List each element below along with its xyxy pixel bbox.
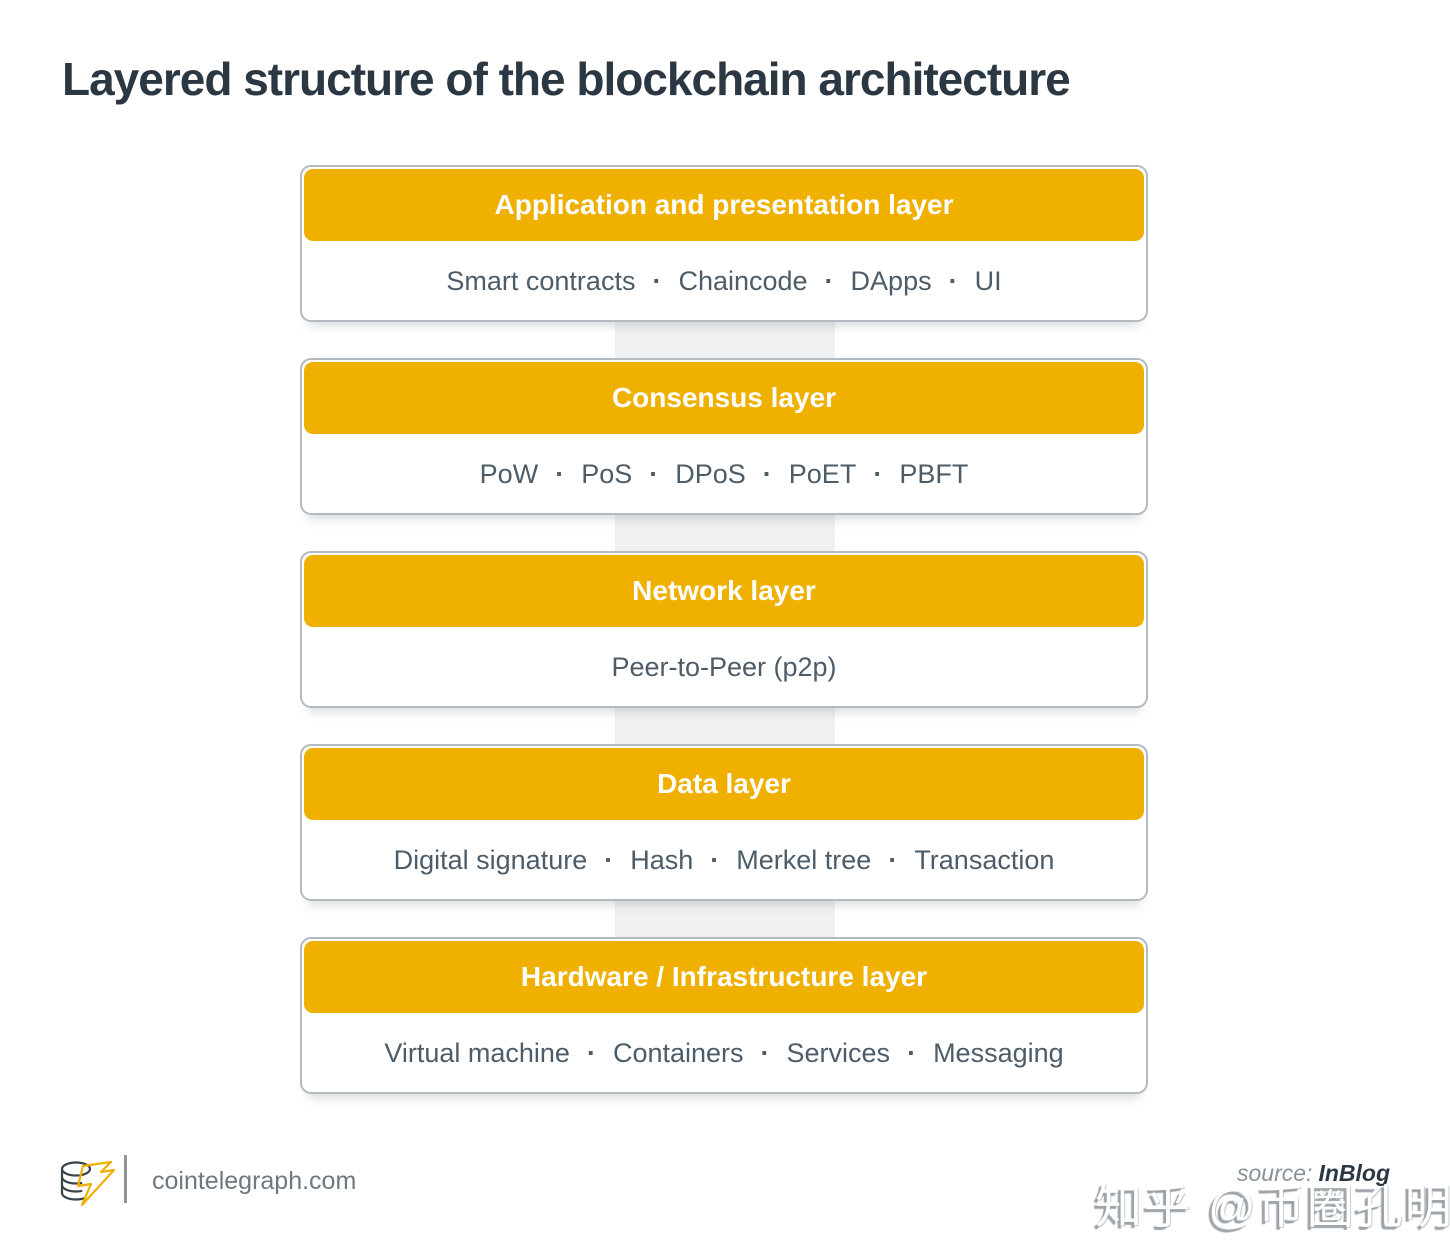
source-line: source:InBlog xyxy=(1237,1160,1390,1187)
layer-header: Hardware / Infrastructure layer xyxy=(304,941,1144,1013)
dot-separator: · xyxy=(586,1038,596,1068)
layer-item: PoS xyxy=(581,459,633,489)
dot-separator: · xyxy=(948,266,958,296)
dot-separator: · xyxy=(873,459,883,489)
source-name: InBlog xyxy=(1318,1160,1390,1186)
footer: cointelegraph.com source:InBlog xyxy=(0,1145,1450,1245)
layer-stack: Application and presentation layer Smart… xyxy=(300,165,1148,1130)
dot-separator: · xyxy=(888,845,898,875)
layer-item: UI xyxy=(974,266,1002,296)
dot-separator: · xyxy=(760,1038,770,1068)
layer-box: Network layer Peer-to-Peer (p2p) xyxy=(300,551,1148,708)
page-title: Layered structure of the blockchain arch… xyxy=(62,53,1071,105)
layer-item: Digital signature xyxy=(393,845,588,875)
layer-items: Peer-to-Peer (p2p) xyxy=(302,629,1146,706)
dot-separator: · xyxy=(710,845,720,875)
layer-box: Consensus layer PoW · PoS · DPoS · PoET · PBFT xyxy=(300,358,1148,515)
layer-item: Merkel tree xyxy=(736,845,872,875)
layer-item: Smart contracts xyxy=(446,266,636,296)
layer-item: PoW xyxy=(479,459,539,489)
watermark: 知乎 @币圈孔明 xyxy=(1095,1180,1450,1233)
layer-items: Smart contracts · Chaincode · DApps · UI xyxy=(302,243,1146,320)
layer-item: PoET xyxy=(788,459,857,489)
dot-separator: · xyxy=(824,266,834,296)
layer-box: Hardware / Infrastructure layer Virtual … xyxy=(300,937,1148,1094)
layer-item: Transaction xyxy=(914,845,1055,875)
dot-separator: · xyxy=(555,459,565,489)
layer-box: Data layer Digital signature · Hash · Merkel… xyxy=(300,744,1148,901)
layer-item: Containers xyxy=(612,1038,744,1068)
layer-item: Messaging xyxy=(933,1038,1064,1068)
layer-item: Virtual machine xyxy=(384,1038,570,1068)
layer-header: Consensus layer xyxy=(304,362,1144,434)
dot-separator: · xyxy=(649,459,659,489)
layer-items: Digital signature · Hash · Merkel tree · Trans… xyxy=(302,822,1146,899)
layer-items: Virtual machine · Containers · Services · Mess… xyxy=(302,1015,1146,1092)
cointelegraph-logo-icon xyxy=(60,1160,116,1207)
layer-item: DApps xyxy=(850,266,932,296)
layer-header-label: Hardware / Infrastructure layer xyxy=(520,961,928,992)
layer-header-label: Application and presentation layer xyxy=(494,189,954,220)
layer-items: PoW · PoS · DPoS · PoET · PBFT xyxy=(302,436,1146,513)
dot-separator: · xyxy=(652,266,662,296)
layer-item: Services xyxy=(786,1038,891,1068)
layer-header: Data layer xyxy=(304,748,1144,820)
layer-header: Application and presentation layer xyxy=(304,169,1144,241)
dot-separator: · xyxy=(762,459,772,489)
footer-divider xyxy=(124,1155,127,1203)
layer-item: PBFT xyxy=(899,459,969,489)
layer-header-label: Consensus layer xyxy=(611,382,837,413)
layer-item: Hash xyxy=(630,845,694,875)
layer-item: DPoS xyxy=(675,459,746,489)
site-label: cointelegraph.com xyxy=(152,1167,357,1195)
layer-item: Peer-to-Peer (p2p) xyxy=(611,652,837,682)
dot-separator: · xyxy=(604,845,614,875)
layer-header-label: Data layer xyxy=(657,768,791,799)
layer-header: Network layer xyxy=(304,555,1144,627)
source-label: source: xyxy=(1237,1160,1313,1186)
layer-item: Chaincode xyxy=(678,266,808,296)
layer-box: Application and presentation layer Smart… xyxy=(300,165,1148,322)
layer-header-label: Network layer xyxy=(632,575,816,606)
dot-separator: · xyxy=(907,1038,917,1068)
